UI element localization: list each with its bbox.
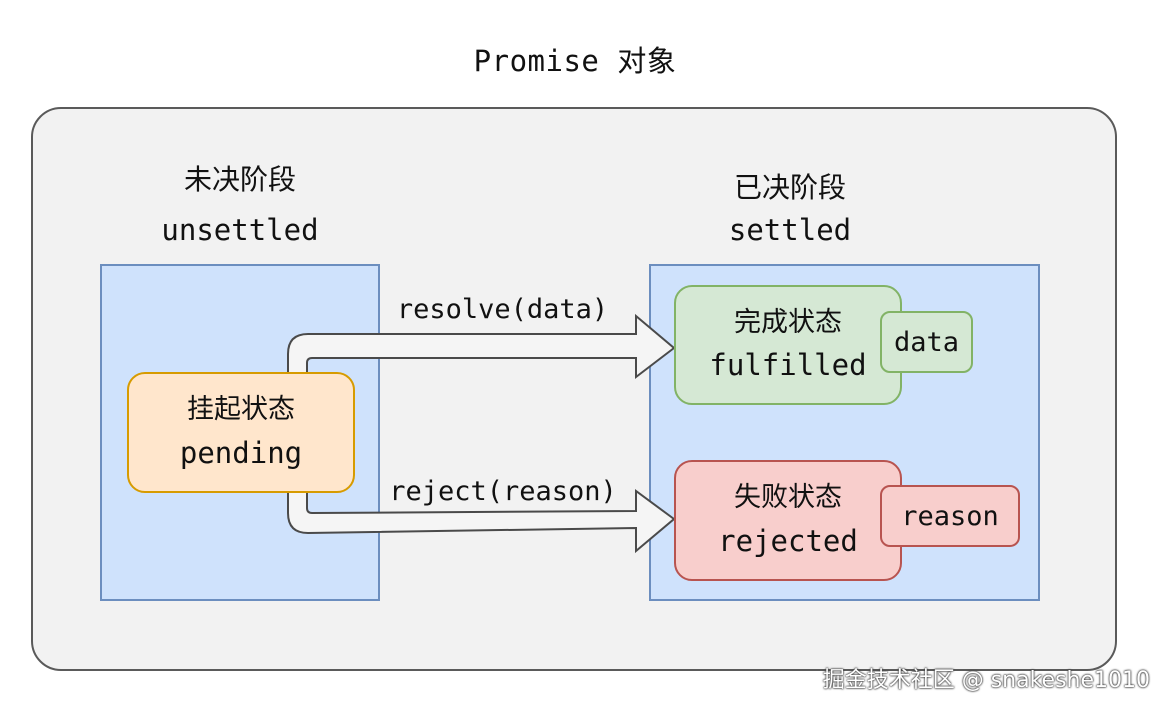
unsettled-heading-en: unsettled bbox=[161, 213, 319, 247]
settled-heading-en: settled bbox=[728, 213, 852, 247]
pending-label-en: pending bbox=[179, 435, 303, 470]
watermark: 掘金技术社区 @ snakeshe1010 bbox=[822, 668, 1150, 693]
pending-state: 挂起状态 pending bbox=[127, 372, 355, 493]
resolve-label: resolve(data) bbox=[396, 293, 609, 325]
unsettled-heading-cn: 未决阶段 bbox=[183, 163, 296, 196]
pending-label-cn: 挂起状态 bbox=[187, 394, 295, 426]
diagram-title: Promise 对象 bbox=[473, 44, 677, 78]
fulfilled-label-en: fulfilled bbox=[709, 348, 867, 383]
rejected-label-en: rejected bbox=[718, 523, 858, 558]
settled-heading-cn: 已决阶段 bbox=[733, 171, 846, 204]
fulfilled-label-cn: 完成状态 bbox=[734, 306, 842, 338]
rejected-state: 失败状态 rejected bbox=[674, 460, 902, 581]
rejected-label-cn: 失败状态 bbox=[734, 482, 842, 514]
data-tag: data bbox=[880, 311, 973, 373]
fulfilled-state: 完成状态 fulfilled bbox=[674, 285, 902, 405]
reject-label: reject(reason) bbox=[389, 475, 617, 507]
reason-tag: reason bbox=[880, 485, 1020, 547]
